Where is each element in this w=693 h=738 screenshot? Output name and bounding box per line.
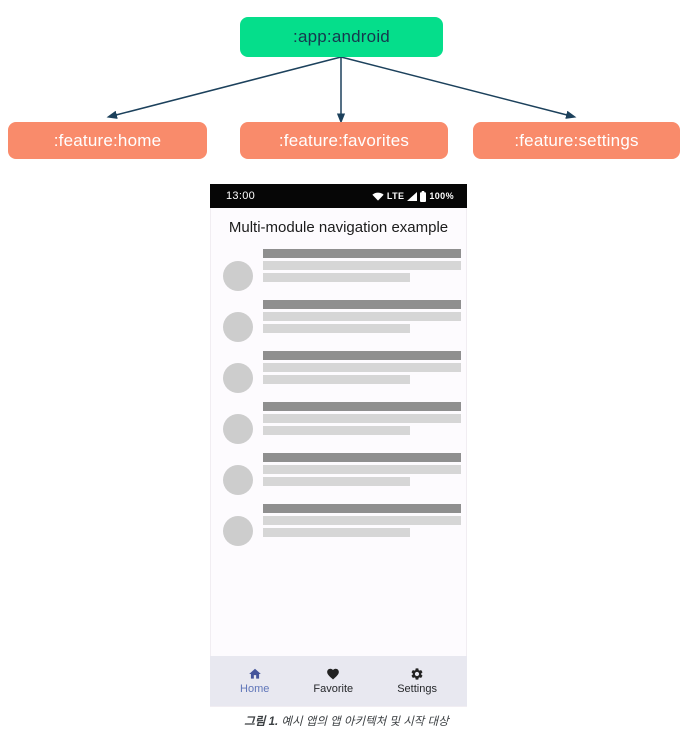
text-line-placeholder bbox=[263, 528, 410, 537]
arrow-to-feature-settings bbox=[340, 56, 577, 119]
text-line-placeholders bbox=[263, 300, 461, 336]
text-line-placeholder bbox=[263, 351, 461, 360]
list-item[interactable] bbox=[211, 249, 466, 291]
network-type: LTE bbox=[386, 191, 405, 201]
battery-icon bbox=[420, 190, 427, 202]
text-line-placeholder bbox=[263, 504, 461, 513]
avatar-placeholder bbox=[223, 312, 253, 342]
module-box-feature-settings: :feature:settings bbox=[473, 122, 680, 159]
module-label: :feature:favorites bbox=[278, 130, 410, 150]
nav-item-home[interactable]: Home bbox=[240, 667, 269, 695]
text-line-placeholder bbox=[263, 273, 410, 282]
text-line-placeholder bbox=[263, 426, 410, 435]
module-label: :feature:home bbox=[53, 130, 162, 150]
text-line-placeholder bbox=[263, 300, 461, 309]
nav-item-label: Settings bbox=[397, 683, 437, 695]
signal-icon bbox=[407, 191, 418, 201]
text-line-placeholders bbox=[263, 351, 461, 387]
text-line-placeholder bbox=[263, 465, 461, 474]
text-line-placeholders bbox=[263, 249, 461, 285]
caption-text: 예시 앱의 앱 아키텍처 및 시작 대상 bbox=[281, 716, 449, 728]
module-label: :feature:settings bbox=[514, 130, 639, 150]
figure-caption: 그림 1. 예시 앱의 앱 아키텍처 및 시작 대상 bbox=[0, 713, 693, 729]
list-item[interactable] bbox=[211, 504, 466, 546]
text-line-placeholder bbox=[263, 414, 461, 423]
text-line-placeholder bbox=[263, 375, 410, 384]
module-box-feature-home: :feature:home bbox=[8, 122, 207, 159]
text-line-placeholders bbox=[263, 402, 461, 438]
home-icon bbox=[248, 668, 261, 679]
list-item[interactable] bbox=[211, 453, 466, 495]
text-line-placeholders bbox=[263, 504, 461, 540]
status-time: 13:00 bbox=[226, 190, 256, 202]
module-box-feature-favorites: :feature:favorites bbox=[240, 122, 448, 159]
text-line-placeholder bbox=[263, 249, 461, 258]
avatar-placeholder bbox=[223, 261, 253, 291]
caption-label: 그림 1. bbox=[244, 716, 279, 728]
text-line-placeholder bbox=[263, 312, 461, 321]
nav-item-label: Home bbox=[240, 683, 270, 695]
heart-icon bbox=[327, 668, 340, 680]
text-line-placeholders bbox=[263, 453, 461, 489]
nav-item-label: Favorite bbox=[313, 683, 354, 695]
status-bar: 13:00 LTE 100% bbox=[210, 184, 467, 208]
bottom-navigation-bar: Home Favorite Settings bbox=[210, 656, 467, 706]
text-line-placeholder bbox=[263, 453, 461, 462]
gear-icon bbox=[411, 668, 423, 680]
module-box-app-android: :app:android bbox=[240, 17, 443, 57]
status-indicators: LTE 100% bbox=[372, 190, 454, 202]
list-item[interactable] bbox=[211, 300, 466, 342]
arrow-to-feature-home bbox=[106, 56, 342, 119]
placeholder-list bbox=[211, 249, 466, 555]
avatar-placeholder bbox=[223, 363, 253, 393]
dependency-arrows bbox=[106, 56, 577, 124]
nav-item-settings[interactable]: Settings bbox=[397, 667, 437, 695]
phone-screenshot: 13:00 LTE 100% Multi-module navigation e… bbox=[210, 184, 467, 707]
text-line-placeholder bbox=[263, 363, 461, 372]
wifi-icon bbox=[372, 192, 384, 201]
text-line-placeholder bbox=[263, 477, 410, 486]
text-line-placeholder bbox=[263, 324, 410, 333]
text-line-placeholder bbox=[263, 516, 461, 525]
avatar-placeholder bbox=[223, 465, 253, 495]
battery-percent: 100% bbox=[429, 191, 454, 201]
module-label: :app:android bbox=[293, 27, 390, 46]
list-item[interactable] bbox=[211, 402, 466, 444]
text-line-placeholder bbox=[263, 402, 461, 411]
avatar-placeholder bbox=[223, 516, 253, 546]
avatar-placeholder bbox=[223, 414, 253, 444]
text-line-placeholder bbox=[263, 261, 461, 270]
nav-item-favorite[interactable]: Favorite bbox=[313, 667, 353, 695]
app-screen-title: Multi-module navigation example bbox=[228, 219, 449, 236]
list-item[interactable] bbox=[211, 351, 466, 393]
